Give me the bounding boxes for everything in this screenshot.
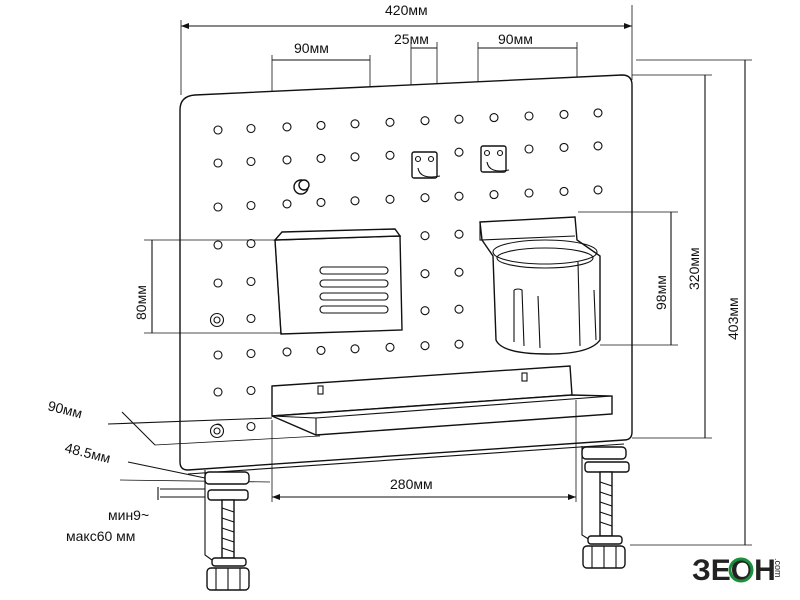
peg-hole — [454, 114, 464, 124]
peg-hole — [350, 152, 360, 162]
clamp-min-label: мин9~ — [108, 507, 149, 523]
peg-hole — [282, 199, 292, 209]
cup-height-label: 98мм — [653, 275, 669, 310]
peg-hole — [213, 125, 223, 135]
peg-hole — [213, 278, 223, 288]
peg-hole — [593, 108, 603, 118]
peg-hole — [559, 186, 569, 196]
peg-hole — [350, 344, 360, 354]
brand-logo: ЗЕОН .com — [692, 554, 783, 587]
box-slots — [319, 266, 389, 314]
peg-hole — [385, 150, 395, 160]
storage-box — [273, 228, 403, 335]
hook-width-label: 25мм — [394, 31, 429, 47]
peg-holes — [209, 108, 603, 439]
peg-hole — [246, 156, 256, 167]
peg-hole — [454, 229, 464, 239]
peg-hole — [524, 188, 534, 198]
peg-hole — [350, 119, 360, 129]
peg-knob — [293, 179, 310, 195]
peg-hole — [559, 109, 569, 119]
hook-left — [411, 151, 441, 179]
cup-width-label: 90мм — [498, 31, 533, 47]
cup-holder — [479, 216, 601, 355]
board-height-label: 320мм — [686, 247, 702, 290]
peg-hole — [316, 345, 326, 355]
peg-hole — [489, 190, 499, 200]
clamp-offset-label: 48.5мм — [63, 439, 112, 466]
peg-hole — [282, 155, 292, 165]
peg-hole — [454, 304, 464, 314]
peg-hole — [316, 197, 326, 207]
logo-suffix: .com — [773, 558, 783, 578]
peg-hole — [316, 120, 326, 130]
peg-hole — [246, 348, 256, 359]
peg-hole — [213, 350, 223, 360]
box-width-label: 90мм — [294, 40, 329, 56]
logo-accent-ring — [728, 557, 754, 583]
shelf — [271, 365, 613, 436]
peg-hole — [593, 141, 603, 151]
peg-hole — [454, 147, 464, 157]
peg-hole — [246, 123, 256, 134]
peg-hole — [593, 185, 603, 195]
clamp-range-dimension: мин9~ макс60 мм — [66, 487, 159, 544]
peg-hole — [213, 240, 223, 250]
peg-hole — [454, 267, 464, 277]
shelf-length-label: 280мм — [390, 476, 433, 492]
peg-hole — [454, 191, 464, 201]
clamp-max-label: макс60 мм — [66, 528, 135, 544]
clamp-right — [581, 446, 630, 569]
peg-hole — [246, 276, 256, 287]
peg-hole — [246, 200, 256, 211]
total-width-label: 420мм — [385, 2, 428, 18]
peg-hole — [420, 269, 430, 279]
peg-hole — [420, 306, 430, 316]
peg-hole — [420, 116, 430, 126]
peg-hole — [420, 341, 430, 351]
screw-center — [213, 427, 221, 435]
total-height-dimension: 403мм — [630, 59, 752, 546]
peg-hole — [246, 238, 256, 249]
peg-hole — [385, 117, 395, 127]
peg-hole — [385, 194, 395, 204]
peg-hole — [316, 153, 326, 163]
peg-hole — [454, 339, 464, 349]
peg-hole — [524, 111, 534, 121]
total-height-label: 403мм — [725, 297, 741, 340]
peg-hole — [213, 158, 223, 168]
peg-hole — [282, 347, 292, 357]
peg-hole — [489, 113, 499, 123]
cup-height-dimension: 98мм — [578, 211, 678, 346]
peg-hole — [524, 144, 534, 154]
peg-hole — [246, 313, 256, 324]
peg-hole — [246, 421, 256, 432]
peg-hole — [246, 385, 256, 396]
peg-hole — [559, 142, 569, 152]
clamp-left — [160, 470, 250, 591]
peg-hole — [350, 196, 360, 206]
shelf-depth-label: 90мм — [46, 397, 84, 421]
screw-center — [213, 316, 221, 324]
logo-text: ЗЕОН — [692, 554, 776, 587]
peg-hole — [420, 231, 430, 241]
peg-hole — [213, 387, 223, 397]
hook-right — [480, 145, 510, 173]
board-height-dimension: 320мм — [632, 74, 712, 439]
shelf-length-dimension: 280мм — [271, 400, 577, 502]
peg-hole — [213, 202, 223, 212]
total-width-dimension: 420мм — [180, 2, 633, 95]
box-height-label: 80мм — [133, 285, 149, 320]
peg-hole — [282, 122, 292, 132]
box-height-dimension: 80мм — [133, 239, 282, 334]
peg-hole — [385, 342, 395, 352]
peg-hole — [420, 193, 430, 203]
